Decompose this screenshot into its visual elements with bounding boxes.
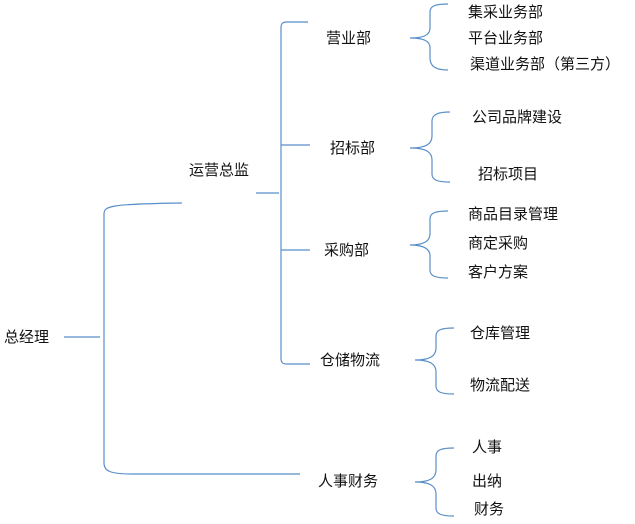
dept-item: 商定采购 — [468, 234, 529, 252]
hr-item: 人事 — [472, 438, 503, 456]
dept-item: 物流配送 — [470, 376, 531, 394]
dept-item: 渠道业务部（第三方） — [470, 55, 621, 73]
dept-item: 平台业务部 — [468, 29, 544, 47]
hr-item: 出纳 — [472, 472, 503, 490]
dept-bracket-4 — [414, 327, 455, 395]
hr-bracket — [414, 447, 455, 517]
dept-label-bidding: 招标部 — [330, 139, 376, 157]
ops-label: 运营总监 — [189, 161, 250, 179]
dept-item: 仓库管理 — [470, 324, 531, 342]
dept-item: 公司品牌建设 — [472, 108, 563, 126]
ops-bracket — [256, 21, 310, 365]
dept-label-purchasing: 采购部 — [324, 241, 370, 259]
dept-label-sales: 营业部 — [326, 29, 372, 47]
dept-item: 客户方案 — [468, 263, 529, 281]
dept-bracket-1 — [409, 3, 449, 71]
dept-item: 商品目录管理 — [468, 205, 559, 223]
dept-bracket-2 — [409, 111, 451, 183]
dept-label-logistics: 仓储物流 — [320, 351, 381, 369]
hr-item: 财务 — [474, 500, 505, 518]
dept-bracket-3 — [409, 210, 449, 279]
dept-item: 招标项目 — [478, 165, 539, 183]
dept-item: 集采业务部 — [468, 3, 544, 21]
root-bracket — [64, 202, 300, 475]
root-label: 总经理 — [4, 328, 50, 346]
hr-label: 人事财务 — [318, 472, 379, 490]
